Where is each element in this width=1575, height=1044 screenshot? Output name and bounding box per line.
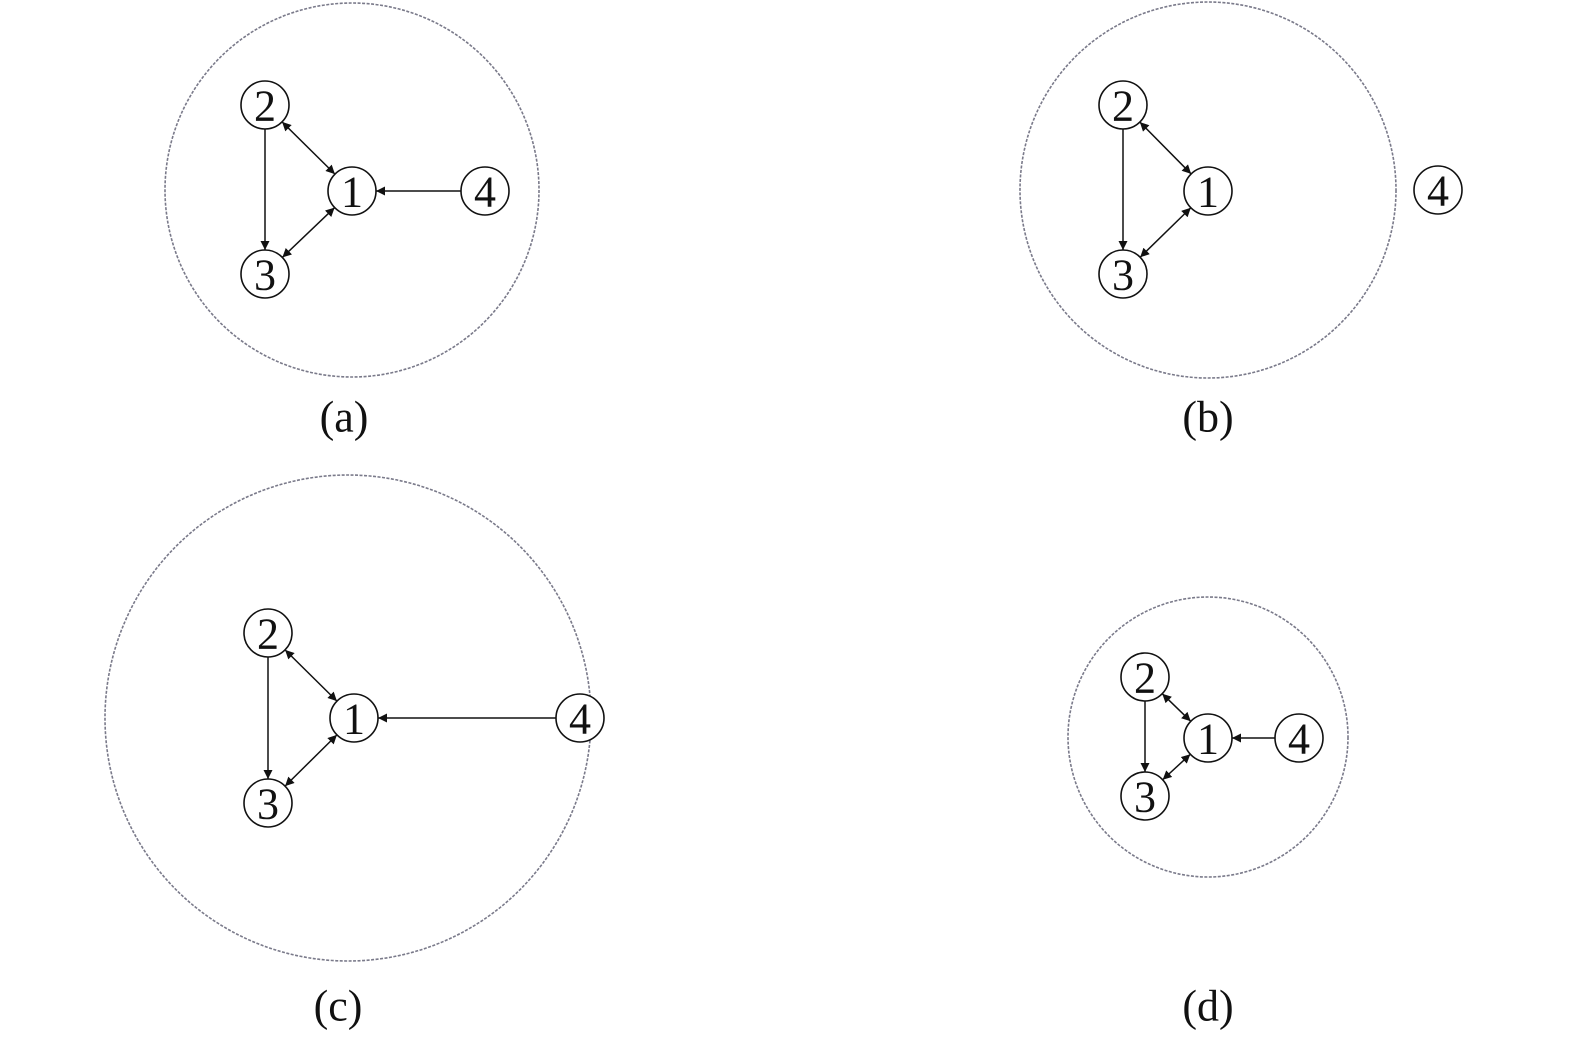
panel-c: 1 2 3 4 (104, 474, 605, 962)
node-2: 2 (1098, 80, 1148, 131)
node-label: 3 (1134, 773, 1156, 822)
node-circle (1274, 713, 1324, 763)
communication-range-boundary (164, 2, 540, 378)
edge-2-1-bidirectional (284, 649, 338, 702)
communication-range-boundary (1067, 596, 1349, 878)
node-label: 2 (1112, 82, 1134, 131)
node-label: 4 (1288, 715, 1310, 764)
node-label: 1 (1197, 715, 1219, 764)
node-label: 3 (257, 780, 279, 829)
node-circle (1183, 713, 1233, 763)
edge-3-1-bidirectional (1139, 207, 1192, 258)
edge-2-1-bidirectional (1139, 121, 1192, 175)
node-4: 4 (460, 166, 510, 217)
node-circle (327, 166, 377, 216)
node-circle (240, 80, 290, 130)
edge-2-1-bidirectional (281, 121, 336, 175)
node-label: 1 (1197, 168, 1219, 217)
node-label: 1 (343, 695, 365, 744)
node-2: 2 (1120, 652, 1170, 703)
panel-d: 12 3 4 (1067, 596, 1349, 878)
caption-b: (b) (1182, 393, 1233, 442)
edge-3-1-bidirectional (281, 207, 336, 258)
caption-c: (c) (314, 982, 363, 1031)
node-circle (240, 249, 290, 299)
node-4: 4 (555, 693, 605, 744)
panel-b: 1 2 3 4 (1019, 1, 1463, 379)
edge-3-1-bidirectional (1162, 753, 1191, 781)
node-circle (1098, 80, 1148, 130)
node-circle (1183, 166, 1233, 216)
node-label: 1 (341, 168, 363, 217)
node-1: 1 (1183, 713, 1233, 764)
node-3: 3 (1098, 249, 1148, 300)
node-3: 3 (240, 249, 290, 300)
node-circle (1413, 165, 1463, 215)
node-circle (555, 693, 605, 743)
caption-a: (a) (320, 393, 369, 442)
node-label: 2 (1134, 654, 1156, 703)
panel-a: 1 2 3 4 (164, 2, 540, 378)
node-1: 1 (327, 166, 377, 217)
node-1: 1 (1183, 166, 1233, 217)
communication-range-boundary (1019, 1, 1397, 379)
node-3: 3 (243, 778, 293, 829)
node-circle (243, 778, 293, 828)
edge-3-1-bidirectional (284, 734, 338, 787)
node-2: 2 (243, 608, 293, 659)
node-label: 3 (254, 251, 276, 300)
node-label: 2 (257, 610, 279, 659)
node-circle (1120, 771, 1170, 821)
node-circle (1120, 652, 1170, 702)
node-circle (460, 166, 510, 216)
node-1: 1 (329, 693, 379, 744)
node-circle (1098, 249, 1148, 299)
node-2: 2 (240, 80, 290, 131)
node-label: 2 (254, 82, 276, 131)
node-circle (329, 693, 379, 743)
node-4: 4 (1274, 713, 1324, 764)
node-label: 4 (474, 168, 496, 217)
node-label: 3 (1112, 251, 1134, 300)
edge-2-1-bidirectional (1161, 693, 1192, 722)
node-4: 4 (1413, 165, 1463, 216)
node-circle (243, 608, 293, 658)
node-label: 4 (569, 695, 591, 744)
node-3: 3 (1120, 771, 1170, 822)
node-label: 4 (1427, 167, 1449, 216)
caption-d: (d) (1182, 982, 1233, 1031)
